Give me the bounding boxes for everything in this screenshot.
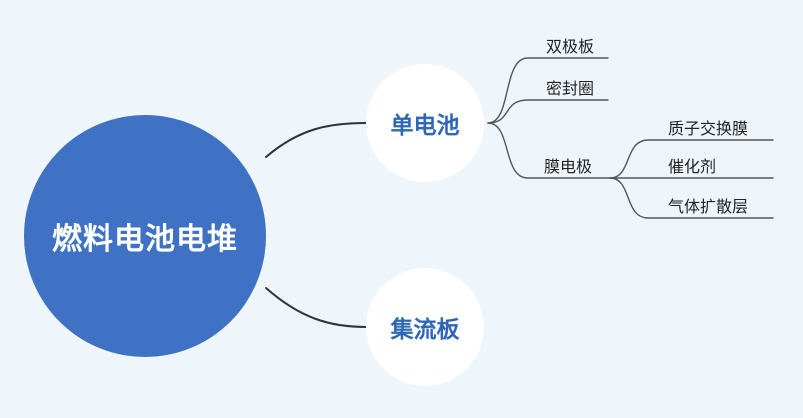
branch-node-single-cell[interactable]: 单电池	[366, 64, 484, 182]
connector-root-to-single-cell	[265, 122, 367, 158]
leaf-node-mea[interactable]: 膜电极	[544, 157, 593, 176]
branch-node-label: 单电池	[390, 113, 460, 139]
connector-to-mea	[487, 122, 611, 179]
connector-root-to-current-collector	[265, 287, 367, 328]
connector-to-seal-ring	[487, 99, 609, 124]
leaf-node-catalyst[interactable]: 催化剂	[668, 157, 717, 176]
connector-to-gdl	[609, 177, 774, 219]
leaf-node-pem[interactable]: 质子交换膜	[668, 119, 749, 138]
root-node[interactable]: 燃料电池电堆	[24, 115, 266, 357]
leaf-node-gdl[interactable]: 气体扩散层	[668, 197, 749, 216]
branch-node-current-collector[interactable]: 集流板	[366, 268, 484, 386]
connector-to-bipolar-plate	[487, 57, 609, 124]
root-node-label: 燃料电池电堆	[52, 222, 238, 257]
connector-to-pem	[609, 139, 774, 179]
branch-node-label: 集流板	[390, 317, 460, 343]
leaf-node-bipolar-plate[interactable]: 双极板	[546, 37, 595, 56]
leaf-node-seal-ring[interactable]: 密封圈	[546, 79, 595, 98]
